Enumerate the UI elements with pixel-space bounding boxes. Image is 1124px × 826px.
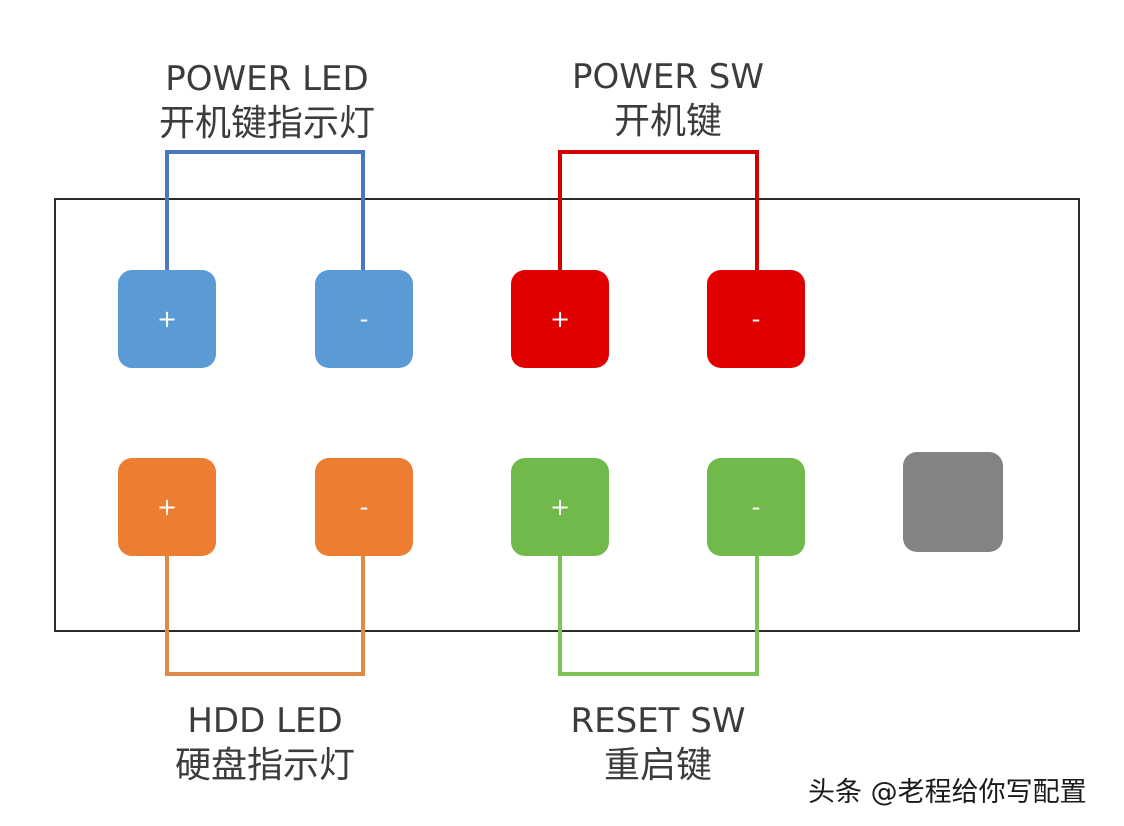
reset-sw-label-zh: 重启键: [603, 744, 712, 786]
minus-sign: -: [751, 493, 761, 521]
minus-sign: -: [359, 493, 369, 521]
minus-sign: -: [359, 305, 369, 333]
front-panel-header: [54, 198, 1080, 632]
minus-sign: -: [751, 305, 761, 333]
watermark-text: 头条 @老程给你写配置: [808, 777, 1087, 808]
power-led-minus-pin: -: [315, 270, 413, 368]
hdd-led-label-en: HDD LED: [187, 701, 343, 741]
reset-sw-label: RESET SW 重启键: [518, 700, 798, 788]
reset-sw-minus-pin: -: [707, 458, 805, 556]
power-led-wire: [165, 150, 365, 270]
power-sw-label: POWER SW 开机键: [528, 56, 808, 144]
reset-sw-label-en: RESET SW: [570, 701, 746, 741]
hdd-led-label-zh: 硬盘指示灯: [174, 744, 355, 786]
unused-pin: [903, 452, 1003, 552]
plus-sign: +: [156, 305, 178, 333]
hdd-led-wire: [165, 556, 365, 676]
hdd-led-minus-pin: -: [315, 458, 413, 556]
power-led-label-en: POWER LED: [165, 59, 369, 99]
power-sw-label-zh: 开机键: [613, 100, 722, 142]
reset-sw-wire: [558, 556, 759, 676]
power-sw-wire: [558, 150, 759, 270]
power-sw-label-en: POWER SW: [572, 57, 764, 97]
hdd-led-label: HDD LED 硬盘指示灯: [125, 700, 405, 788]
power-sw-plus-pin: +: [511, 270, 609, 368]
hdd-led-plus-pin: +: [118, 458, 216, 556]
plus-sign: +: [549, 493, 571, 521]
plus-sign: +: [156, 493, 178, 521]
power-led-label-zh: 开机键指示灯: [158, 102, 375, 144]
reset-sw-plus-pin: +: [511, 458, 609, 556]
plus-sign: +: [549, 305, 571, 333]
power-led-label: POWER LED 开机键指示灯: [127, 58, 407, 146]
power-led-plus-pin: +: [118, 270, 216, 368]
power-sw-minus-pin: -: [707, 270, 805, 368]
